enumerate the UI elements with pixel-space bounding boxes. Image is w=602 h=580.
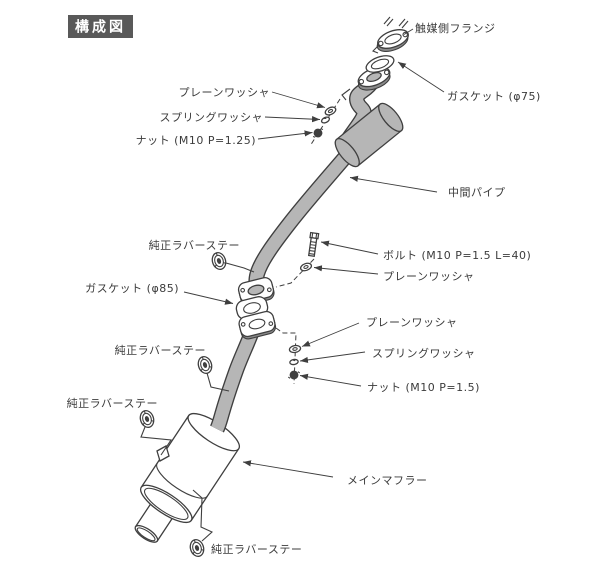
label-gasket-75: ガスケット (φ75) bbox=[447, 90, 541, 103]
leader-gasket-75 bbox=[397, 61, 445, 93]
rubber-stay-grommet-4 bbox=[189, 539, 205, 557]
label-catalyst-flange: 触媒側フランジ bbox=[415, 21, 496, 35]
gasket-75-part bbox=[365, 55, 395, 73]
leader-gasket-85 bbox=[183, 291, 234, 305]
label-main-muffler: メインマフラー bbox=[347, 474, 428, 487]
rubber-stay-grommet-2 bbox=[197, 356, 213, 374]
main-muffler-part bbox=[134, 412, 241, 543]
nut-lower-part bbox=[287, 370, 301, 380]
catalyst-flange-part bbox=[372, 16, 409, 54]
plain-washer-lower-part bbox=[288, 344, 302, 354]
leader-catalyst-flange bbox=[403, 28, 414, 35]
leader-plain-washer-lower bbox=[301, 322, 360, 347]
intermediate-pipe bbox=[248, 149, 353, 289]
label-spring-washer-top: スプリングワッシャ bbox=[160, 110, 264, 124]
lower-pipe bbox=[209, 326, 261, 433]
bolt-part bbox=[307, 231, 320, 258]
leader-plain-washer-mid bbox=[313, 265, 379, 275]
diagram-title: 構成図 bbox=[75, 19, 126, 36]
fastener-set-top bbox=[309, 88, 351, 147]
leader-plain-washer-top bbox=[271, 91, 326, 109]
spring-washer-top-part bbox=[320, 116, 331, 124]
flange-hook bbox=[372, 45, 379, 54]
mid-flange-lower bbox=[238, 310, 277, 340]
stay-rod-4 bbox=[192, 489, 213, 542]
leader-nut-top bbox=[257, 130, 313, 140]
plain-washer-mid-part bbox=[299, 262, 313, 272]
stay-rod-3 bbox=[140, 426, 172, 456]
label-bolt: ボルト (M10 P=1.5 L=40) bbox=[383, 249, 531, 262]
diagram-title-box: 構成図 bbox=[68, 15, 133, 38]
stay-rod-2 bbox=[206, 372, 230, 392]
label-rubber-stay-4: 純正ラバーステー bbox=[211, 543, 302, 556]
resonator bbox=[334, 102, 404, 168]
leader-main-muffler bbox=[242, 460, 334, 478]
rubber-stay-grommet-1 bbox=[211, 252, 227, 270]
muffler-seam bbox=[156, 462, 208, 499]
leader-bolt bbox=[320, 240, 379, 255]
label-rubber-stay-2: 純正ラバーステー bbox=[115, 344, 206, 357]
nut-top-part bbox=[312, 128, 324, 138]
plain-washer-top-part bbox=[324, 106, 337, 116]
label-rubber-stay-1: 純正ラバーステー bbox=[149, 239, 240, 252]
label-gasket-85: ガスケット (φ85) bbox=[85, 282, 179, 295]
label-spring-washer-lower: スプリングワッシャ bbox=[372, 346, 476, 360]
stay-rod-1 bbox=[225, 262, 255, 273]
leader-mid-pipe bbox=[349, 175, 438, 193]
label-mid-pipe: 中間パイプ bbox=[448, 186, 506, 199]
leader-spring-washer-top bbox=[264, 116, 321, 123]
inlet-flange bbox=[357, 66, 391, 91]
label-nut-lower: ナット (M10 P=1.5) bbox=[367, 381, 480, 394]
label-nut-top: ナット (M10 P=1.25) bbox=[136, 134, 256, 147]
spring-washer-lower-part bbox=[289, 358, 299, 366]
muffler-hanger-bracket bbox=[156, 445, 170, 462]
leader-nut-lower bbox=[299, 373, 362, 387]
fastener-set-lower bbox=[275, 327, 302, 385]
flange-stud-marks bbox=[383, 16, 409, 29]
rubber-stay-grommet-3 bbox=[139, 410, 155, 428]
label-rubber-stay-3: 純正ラバーステー bbox=[67, 397, 158, 410]
label-plain-washer-lower: プレーンワッシャ bbox=[366, 316, 457, 329]
label-plain-washer-top: プレーンワッシャ bbox=[179, 86, 270, 99]
leader-spring-washer-lower bbox=[299, 351, 366, 363]
label-plain-washer-mid: プレーンワッシャ bbox=[383, 270, 474, 283]
